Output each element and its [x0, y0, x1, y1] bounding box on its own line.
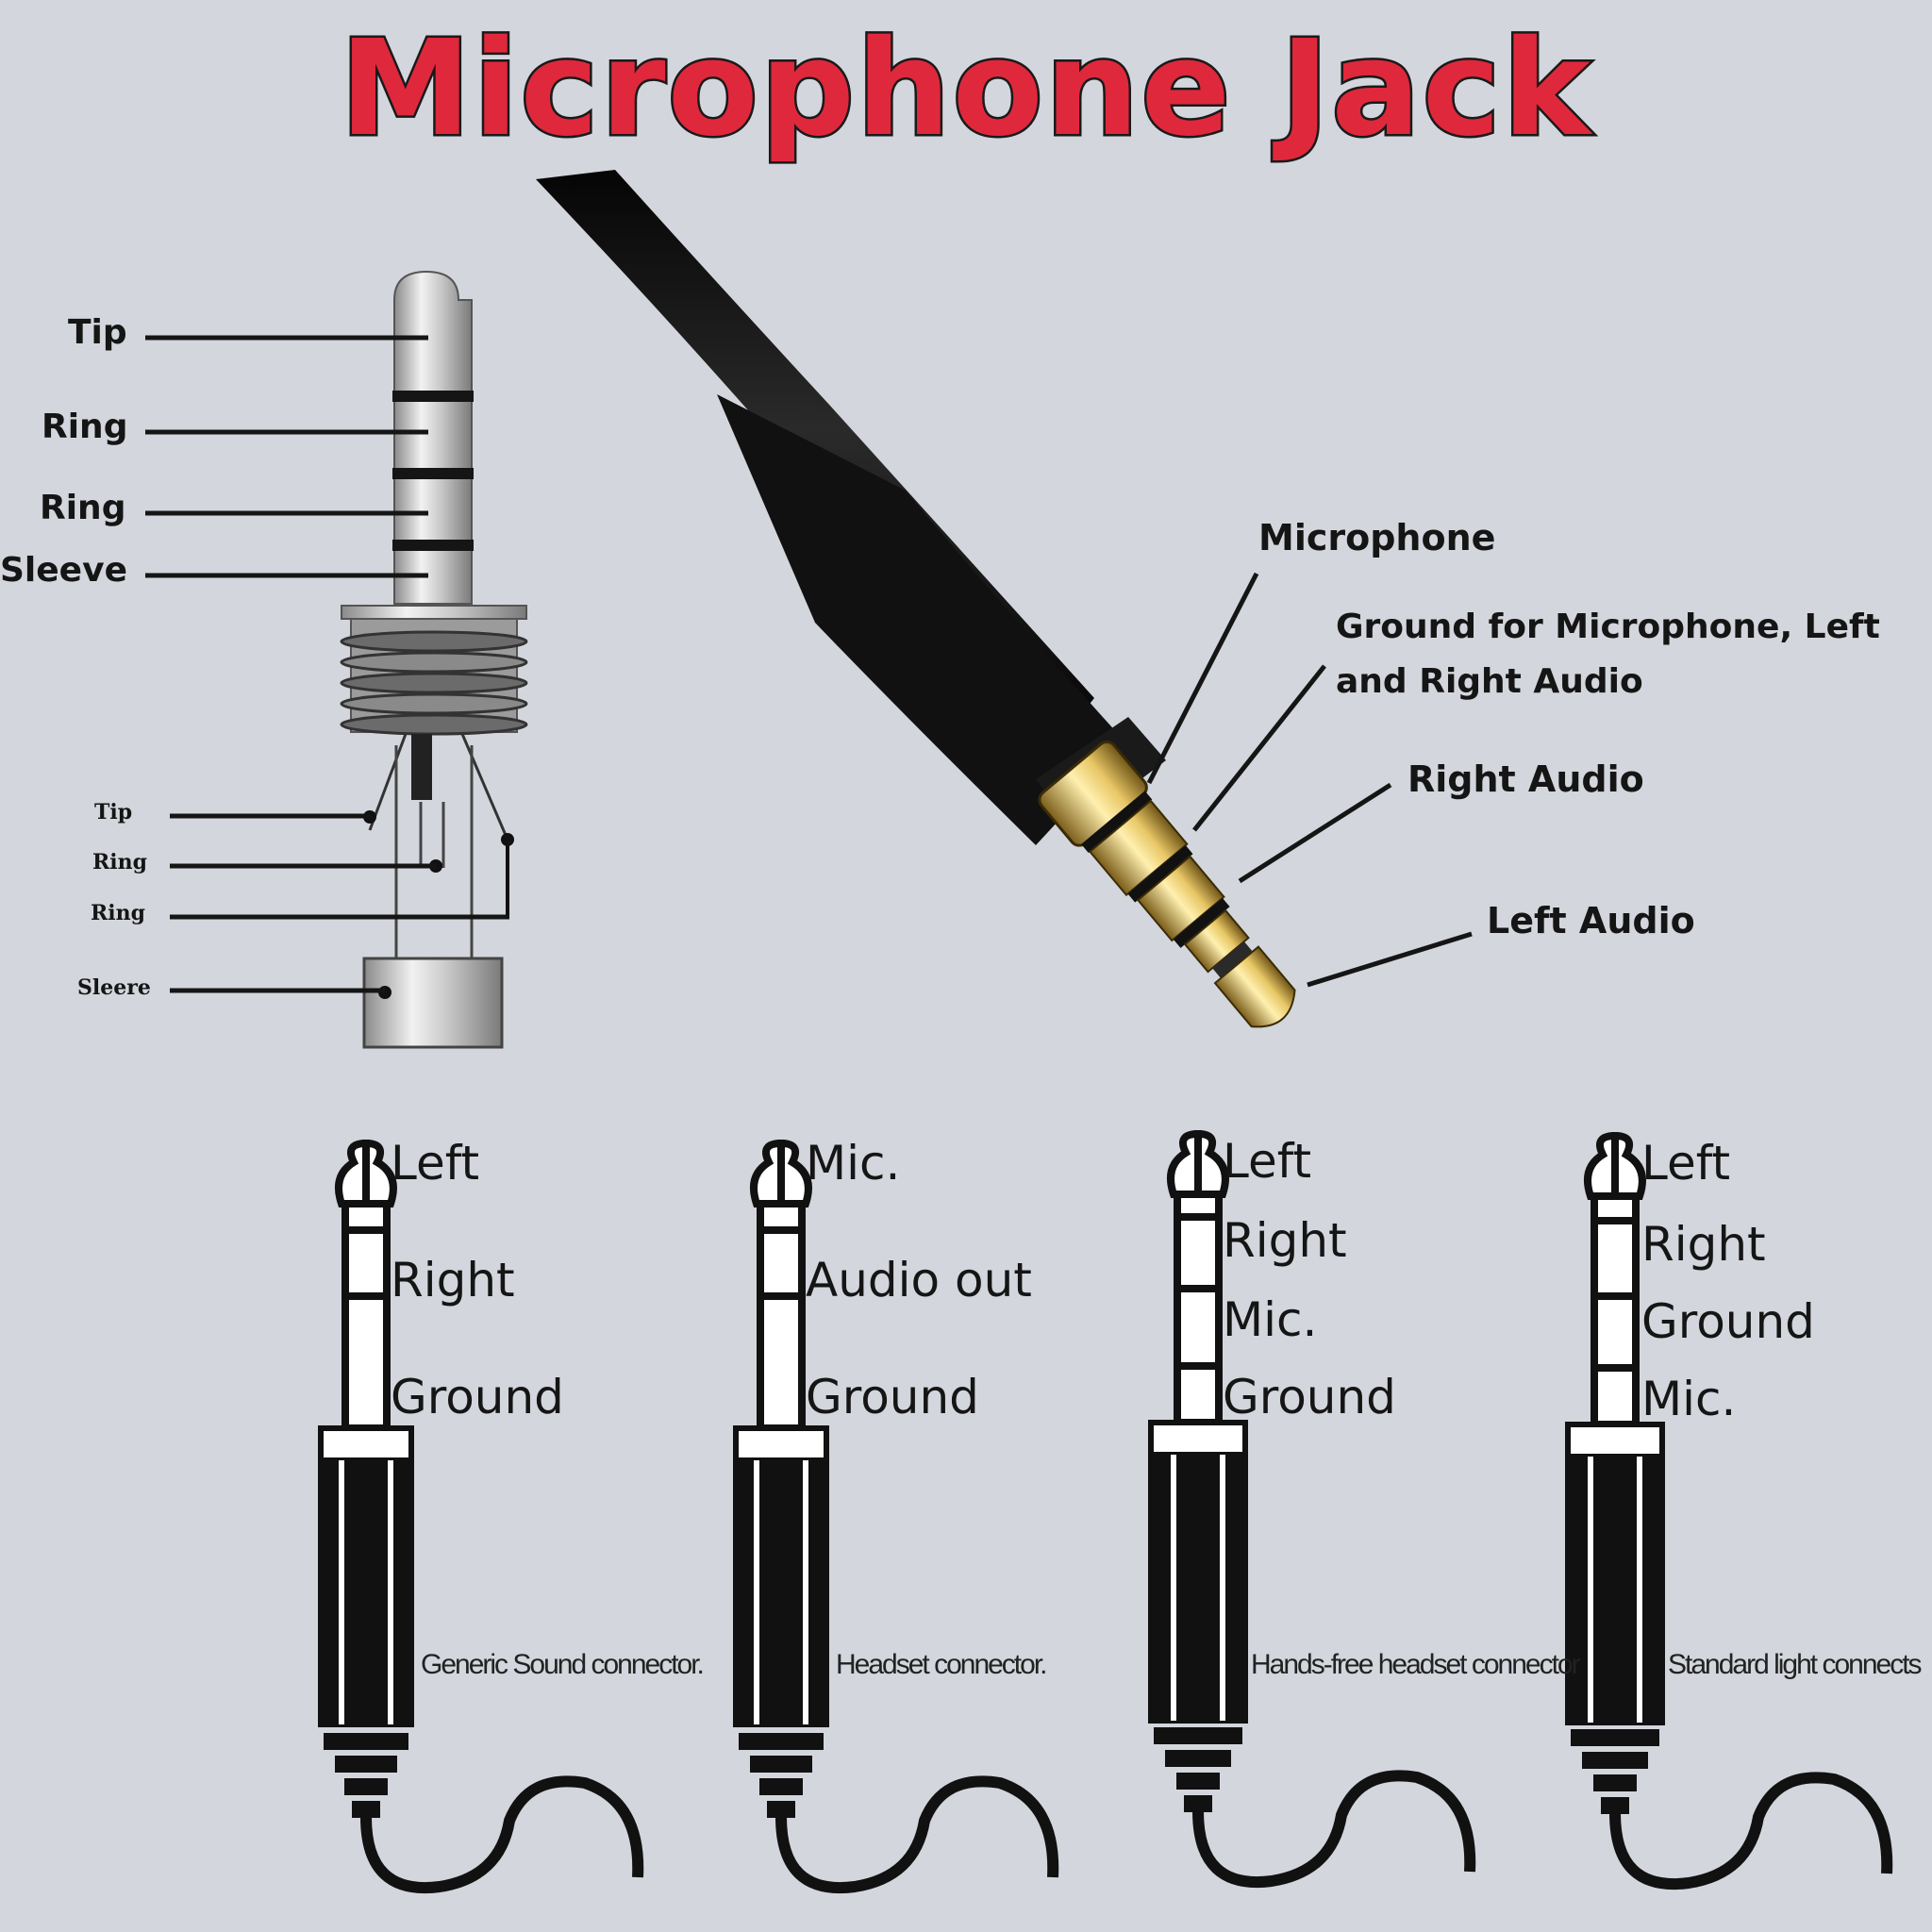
socket-label-ring-1: Ring: [92, 850, 148, 874]
connector-2-graphic: [733, 1139, 1059, 1893]
trrs-plug-illustration: [340, 270, 528, 1049]
connector-4-label-mic: Mic.: [1641, 1372, 1737, 1426]
connector-4-caption: Standard light connects: [1668, 1649, 1923, 1680]
headphone-cable-plug: [536, 170, 1296, 1028]
plug-label-left-audio: Left Audio: [1487, 900, 1695, 941]
connector-3-label-right: Right: [1223, 1213, 1347, 1268]
plug-label-ground: Ground for Microphone, Left and Right Au…: [1336, 608, 1880, 701]
connector-4-label-right: Right: [1641, 1217, 1766, 1272]
connector-4-label-left: Left: [1641, 1136, 1731, 1191]
connector-3-graphic: [1148, 1129, 1476, 1888]
socket-label-tip: Tip: [94, 800, 133, 824]
plug-leader-lines: [1146, 572, 1473, 988]
trrs-label-tip: Tip: [68, 313, 127, 352]
connector-2-label-mic: Mic.: [806, 1136, 901, 1191]
connector-2-caption: Headset connector.: [836, 1649, 1048, 1680]
connector-2-label-audio-out: Audio out: [806, 1253, 1032, 1307]
connector-3-label-mic: Mic.: [1223, 1292, 1318, 1347]
trrs-label-ring-1: Ring: [42, 408, 128, 446]
trrs-label-sleeve: Sleeve: [0, 551, 127, 590]
connector-1-caption: Generic Sound connector.: [421, 1649, 705, 1680]
connector-3-label-left: Left: [1223, 1134, 1312, 1189]
socket-label-sleeve: Sleere: [77, 975, 151, 1000]
connector-4-label-ground: Ground: [1641, 1294, 1815, 1349]
plug-label-right-audio: Right Audio: [1407, 758, 1644, 800]
connector-1-graphic: [318, 1139, 644, 1893]
connector-2-label-ground: Ground: [806, 1370, 979, 1424]
connector-3-caption: Hands-free headset connector: [1251, 1649, 1581, 1680]
page-title: Microphone Jack: [338, 10, 1593, 169]
trrs-leader-lines: [145, 335, 509, 993]
connector-1-label-left: Left: [391, 1136, 480, 1191]
connector-3-label-ground: Ground: [1223, 1370, 1396, 1424]
trrs-label-ring-2: Ring: [40, 489, 126, 527]
plug-label-microphone: Microphone: [1258, 517, 1496, 558]
connector-1-label-right: Right: [391, 1253, 515, 1307]
connector-4-graphic: [1565, 1131, 1893, 1890]
connector-1-label-ground: Ground: [391, 1370, 564, 1424]
socket-label-ring-2: Ring: [91, 901, 146, 925]
